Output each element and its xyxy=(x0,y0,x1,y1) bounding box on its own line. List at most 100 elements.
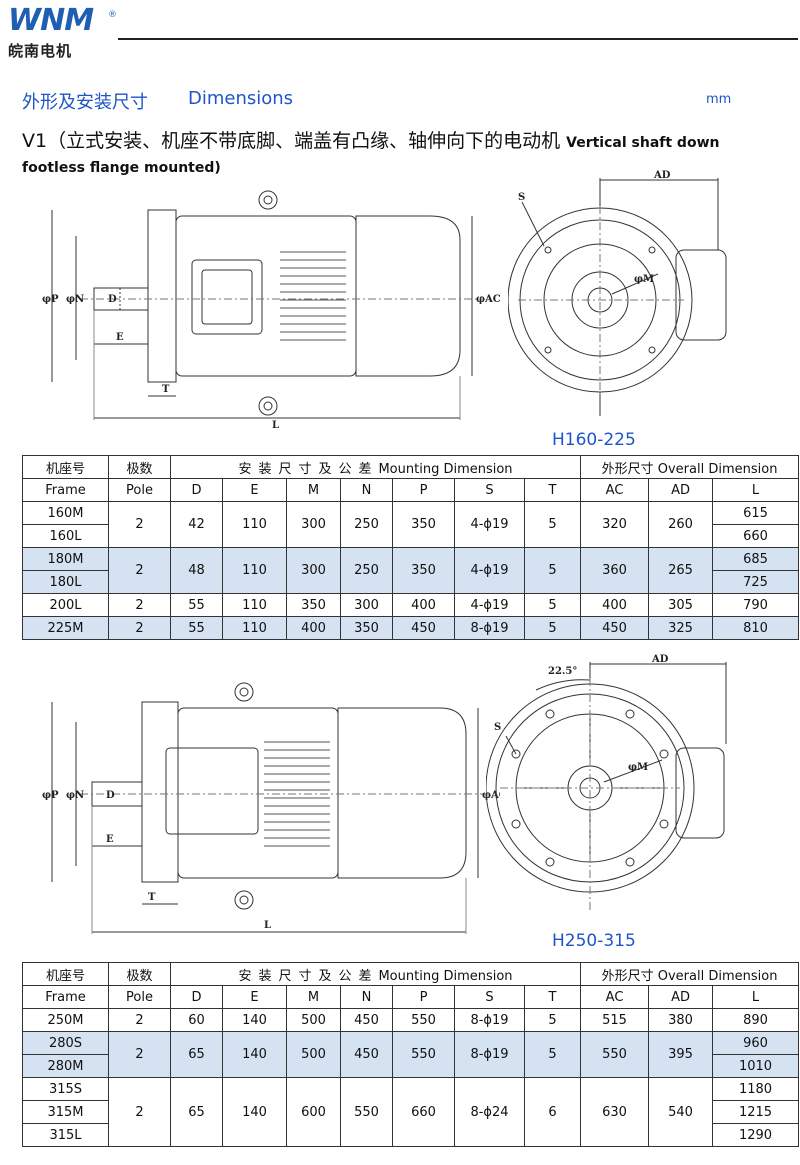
cell-frame: 180L xyxy=(22,570,109,594)
header-col-n: N xyxy=(340,985,393,1009)
cell-e: 140 xyxy=(222,1031,287,1078)
cell-s: 8-ϕ19 xyxy=(454,616,525,640)
cell-ad: 325 xyxy=(648,616,714,640)
cell-frame: 315M xyxy=(22,1100,109,1124)
cell-p: 660 xyxy=(392,1077,455,1147)
cell-ac: 450 xyxy=(580,616,650,640)
header-col-l: L xyxy=(712,985,800,1009)
cell-l: 615 xyxy=(712,501,800,525)
table-row: 315L 1290 xyxy=(22,1123,800,1147)
cell-e: 110 xyxy=(222,547,287,594)
header-col-p: P xyxy=(392,478,455,502)
table-row: 280M 1010 xyxy=(22,1054,800,1078)
cell-m: 350 xyxy=(286,593,341,617)
label-phi-ac: φAC xyxy=(476,294,500,305)
cell-e: 110 xyxy=(222,616,287,640)
header-col-d: D xyxy=(170,985,223,1009)
header-col-s: S xyxy=(454,985,525,1009)
cell-n: 250 xyxy=(340,547,393,594)
cell-ac: 630 xyxy=(580,1077,650,1147)
header-pole-cn: 极数 xyxy=(108,455,171,479)
header-pole-en: Pole xyxy=(108,985,171,1009)
header-pole-en: Pole xyxy=(108,478,171,502)
cell-pole: 2 xyxy=(108,1008,171,1032)
cell-d: 42 xyxy=(170,501,223,548)
table-row: 180L 725 xyxy=(22,570,800,594)
cell-p: 550 xyxy=(392,1031,455,1078)
table-row: 200L 2 55 110 350 300 400 4-ϕ19 5 400 30… xyxy=(22,593,800,617)
cell-n: 300 xyxy=(340,593,393,617)
cell-m: 600 xyxy=(286,1077,341,1147)
cell-p: 400 xyxy=(392,593,455,617)
header-col-t: T xyxy=(523,985,582,1009)
header-frame-en: Frame xyxy=(22,478,109,502)
cell-l: 790 xyxy=(712,593,800,617)
cell-n: 450 xyxy=(340,1031,393,1078)
cell-l: 1010 xyxy=(712,1054,800,1078)
cell-d: 65 xyxy=(170,1077,223,1147)
cell-t: 5 xyxy=(523,1008,582,1032)
cell-frame: 160L xyxy=(22,524,109,548)
label-phi-m: φM xyxy=(634,274,654,285)
header-col-n: N xyxy=(340,478,393,502)
registered-mark: ® xyxy=(108,10,117,20)
cell-ad: 260 xyxy=(648,501,714,548)
table-row: 180M 2 48 110 300 250 350 4-ϕ19 5 360 26… xyxy=(22,547,800,594)
header-overall: 外形尺寸 Overall Dimension xyxy=(580,962,800,986)
cell-m: 500 xyxy=(286,1031,341,1078)
label-angle: 22.5° xyxy=(548,666,577,677)
header-frame-en: Frame xyxy=(22,985,109,1009)
table-row: 160M 2 42 110 300 250 350 4-ϕ19 5 320 26… xyxy=(22,501,800,548)
cell-ad: 265 xyxy=(648,547,714,594)
label-ad: AD xyxy=(653,170,671,181)
label-phi-n: φN xyxy=(66,294,84,305)
dimension-table-h160-225: 机座号 极数 安装尺寸及公差Mounting Dimension 外形尺寸 Ov… xyxy=(22,455,800,640)
cell-ac: 320 xyxy=(580,501,650,548)
motor-end-view-large: AD 22.5° S φM xyxy=(486,654,727,912)
header-frame-cn: 机座号 xyxy=(22,455,109,479)
label-phi-ac-2: φAC xyxy=(482,790,500,801)
cell-ad: 395 xyxy=(648,1031,714,1078)
label-t-2: T xyxy=(148,892,156,903)
header-pole-cn: 极数 xyxy=(108,962,171,986)
header-col-l: L xyxy=(712,478,800,502)
header-col-e: E xyxy=(222,478,287,502)
cell-frame: 280S xyxy=(22,1031,109,1055)
cell-ac: 515 xyxy=(580,1008,650,1032)
cell-s: 4-ϕ19 xyxy=(454,593,525,617)
table-row: 315M 1215 xyxy=(22,1100,800,1124)
section-title-cn: 外形及安装尺寸 xyxy=(22,92,148,113)
cell-pole: 2 xyxy=(108,1077,171,1147)
header-col-ad: AD xyxy=(648,478,714,502)
header-col-m: M xyxy=(286,985,341,1009)
table-row: 225M 2 55 110 400 350 450 8-ϕ19 5 450 32… xyxy=(22,616,800,640)
header-col-p: P xyxy=(392,985,455,1009)
cell-l: 725 xyxy=(712,570,800,594)
header-overall: 外形尺寸 Overall Dimension xyxy=(580,455,800,479)
label-e: E xyxy=(116,332,124,343)
header-col-e: E xyxy=(222,985,287,1009)
dimension-table-h250-315: 机座号 极数 安装尺寸及公差Mounting Dimension 外形尺寸 Ov… xyxy=(22,962,800,1147)
cell-pole: 2 xyxy=(108,547,171,594)
table-row: 315S 2 65 140 600 550 660 8-ϕ24 6 630 54… xyxy=(22,1077,800,1147)
logo-mark: WNM xyxy=(8,3,94,38)
cell-d: 65 xyxy=(170,1031,223,1078)
cell-l: 890 xyxy=(712,1008,800,1032)
v1-heading: V1（立式安装、机座不带底脚、端盖有凸缘、轴伸向下的电动机 Vertical s… xyxy=(22,126,719,153)
cell-pole: 2 xyxy=(108,616,171,640)
cell-p: 350 xyxy=(392,547,455,594)
cell-d: 60 xyxy=(170,1008,223,1032)
label-phi-n-2: φN xyxy=(66,790,84,801)
cell-l: 960 xyxy=(712,1031,800,1055)
cell-ac: 360 xyxy=(580,547,650,594)
cell-l: 1215 xyxy=(712,1100,800,1124)
cell-e: 140 xyxy=(222,1008,287,1032)
header-col-ac: AC xyxy=(580,478,650,502)
cell-n: 450 xyxy=(340,1008,393,1032)
label-t: T xyxy=(162,384,170,395)
header-col-s: S xyxy=(454,478,525,502)
cell-t: 6 xyxy=(523,1077,582,1147)
unit-label: mm xyxy=(706,92,732,107)
cell-frame: 200L xyxy=(22,593,109,617)
cell-n: 350 xyxy=(340,616,393,640)
